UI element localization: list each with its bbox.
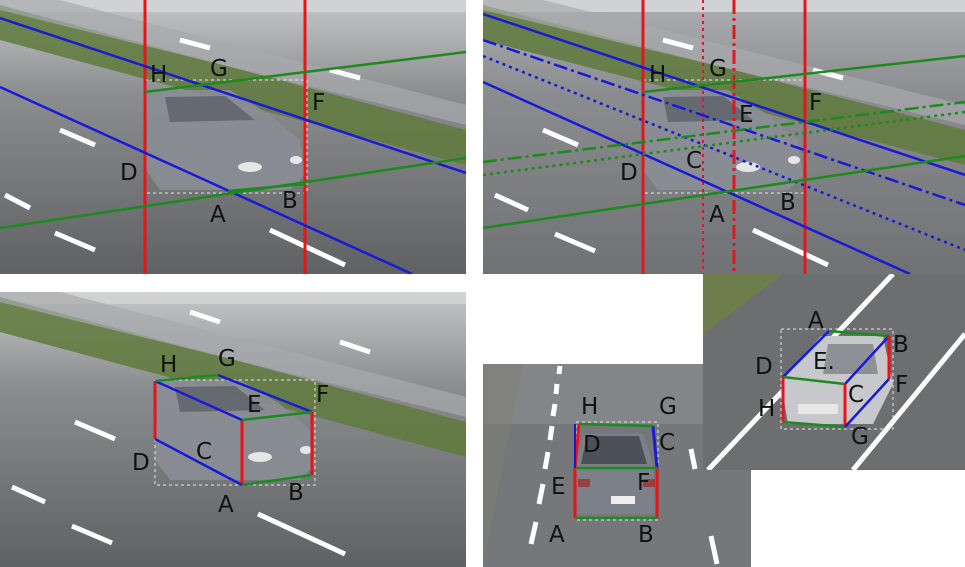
label-f: F <box>895 372 908 398</box>
label-f: F <box>809 90 822 116</box>
car <box>155 380 315 480</box>
label-g: G <box>851 424 869 450</box>
guardrail <box>483 0 965 125</box>
bounding-box <box>780 328 894 430</box>
label-f: F <box>316 382 329 408</box>
label-c: C <box>196 439 212 465</box>
lane-markings <box>3 37 361 268</box>
grass-strip <box>703 274 783 334</box>
label-a: A <box>549 522 565 548</box>
median-grass <box>483 5 965 165</box>
panel-bottom-right: A B D E. C F H G <box>703 274 965 470</box>
far-road <box>0 292 466 304</box>
label-b: B <box>893 332 909 358</box>
median-grass <box>0 297 466 457</box>
bounding-box <box>154 379 316 486</box>
label-e: E <box>551 474 566 500</box>
point-labels: H G F D A B <box>120 56 325 228</box>
point-labels: H G F E C D A B <box>620 56 822 228</box>
label-e: E <box>247 392 262 418</box>
lane-markings <box>10 309 371 557</box>
panel-bottom-right-figure: A B D E. C F H G <box>703 274 965 470</box>
label-e: E. <box>813 349 835 375</box>
lane-markings <box>528 365 720 565</box>
label-a: A <box>808 308 824 334</box>
3d-bounding-box <box>781 329 891 429</box>
median-grass <box>0 5 466 165</box>
car <box>781 336 893 424</box>
label-b: B <box>288 480 304 506</box>
label-a: A <box>218 492 234 518</box>
lane-markings <box>493 37 844 268</box>
far-road <box>0 0 466 12</box>
label-g: G <box>709 56 727 82</box>
panel-top-left-figure: H G F D A B <box>0 0 466 274</box>
panel-bottom-left-figure: H G F E C D A B <box>0 292 466 567</box>
panel-top-right: H G F E C D A B <box>483 0 965 274</box>
car <box>643 90 803 190</box>
label-d: D <box>583 432 601 458</box>
car <box>576 434 655 514</box>
label-g: G <box>210 56 228 82</box>
3d-bounding-box <box>153 373 314 487</box>
label-d: D <box>120 160 138 186</box>
label-f: F <box>637 470 650 496</box>
panel-bottom-left: H G F E C D A B <box>0 292 466 567</box>
label-h: H <box>649 62 666 88</box>
label-c: C <box>659 430 675 456</box>
panel-top-right-figure: H G F E C D A B <box>483 0 965 274</box>
label-a: A <box>709 202 725 228</box>
label-h: H <box>581 394 598 420</box>
label-e: E <box>739 102 754 128</box>
road-shoulder <box>483 364 523 567</box>
point-labels: H G D C E F A B <box>549 394 677 548</box>
guardrail <box>0 292 466 417</box>
panel-top-left: H G F D A B <box>0 0 466 274</box>
label-g: G <box>218 346 236 372</box>
3d-bounding-box <box>573 422 659 520</box>
construction-lines <box>0 0 466 274</box>
label-d: D <box>755 354 773 380</box>
label-a: A <box>210 202 226 228</box>
label-b: B <box>780 190 796 216</box>
label-c: C <box>686 148 702 174</box>
car <box>146 90 305 190</box>
point-labels: H G F E C D A B <box>132 346 329 518</box>
construction-lines <box>483 0 965 274</box>
label-h: H <box>160 352 177 378</box>
point-labels: A B D E. C F H G <box>755 308 909 450</box>
label-b: B <box>282 188 298 214</box>
label-h: H <box>758 396 775 422</box>
label-g: G <box>659 394 677 420</box>
label-c: C <box>848 382 864 408</box>
label-f: F <box>312 90 325 116</box>
label-b: B <box>638 522 654 548</box>
label-h: H <box>150 62 167 88</box>
guardrail <box>0 0 466 125</box>
far-road <box>483 0 965 12</box>
label-d: D <box>620 160 638 186</box>
label-d: D <box>132 450 150 476</box>
